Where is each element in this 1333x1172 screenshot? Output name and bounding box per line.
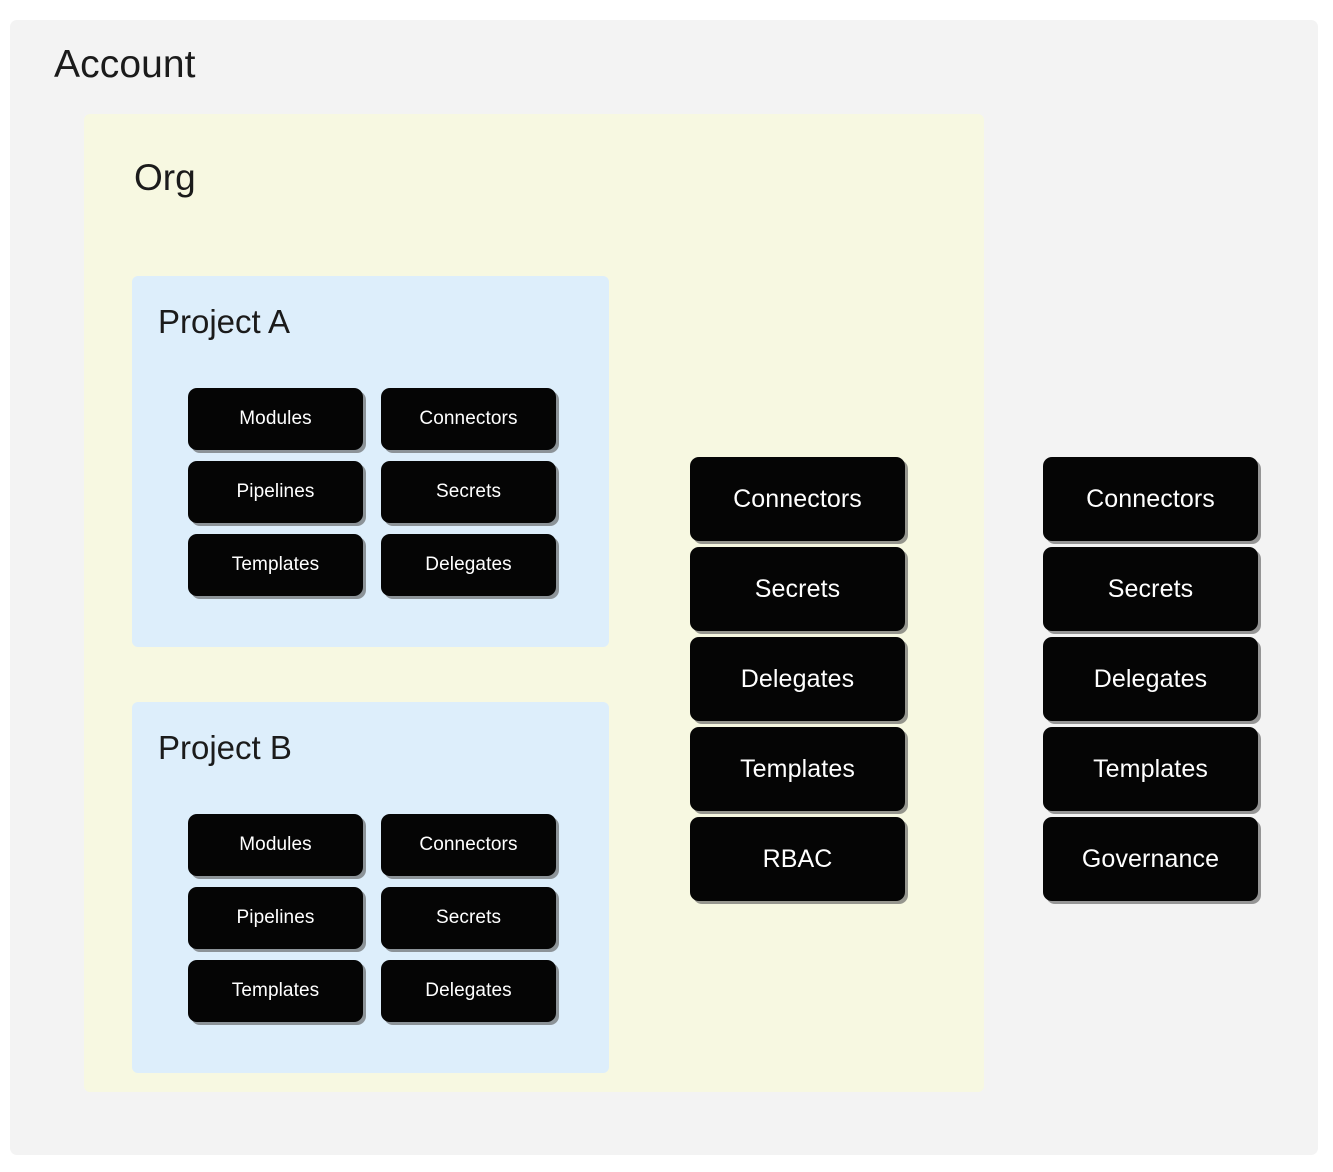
org-resource-column: Connectors Secrets Delegates Templates R… bbox=[690, 457, 905, 901]
org-node-templates[interactable]: Templates bbox=[690, 727, 905, 811]
org-node-delegates[interactable]: Delegates bbox=[690, 637, 905, 721]
account-node-connectors[interactable]: Connectors bbox=[1043, 457, 1258, 541]
project-a-node-connectors[interactable]: Connectors bbox=[381, 388, 556, 450]
project-a-node-secrets[interactable]: Secrets bbox=[381, 461, 556, 523]
project-a-title: Project A bbox=[158, 303, 291, 340]
project-b-title: Project B bbox=[158, 729, 292, 766]
project-b-node-modules[interactable]: Modules bbox=[188, 814, 363, 876]
project-a-resource-grid: Modules Connectors Pipelines Secrets Tem… bbox=[188, 388, 556, 596]
account-resource-column: Connectors Secrets Delegates Templates G… bbox=[1043, 457, 1258, 901]
account-node-templates[interactable]: Templates bbox=[1043, 727, 1258, 811]
account-scope-panel: Account Org Project A Modules Connectors… bbox=[10, 20, 1318, 1155]
org-node-secrets[interactable]: Secrets bbox=[690, 547, 905, 631]
project-b-node-templates[interactable]: Templates bbox=[188, 960, 363, 1022]
project-a-node-pipelines[interactable]: Pipelines bbox=[188, 461, 363, 523]
account-scope-title: Account bbox=[54, 43, 196, 86]
project-a-node-modules[interactable]: Modules bbox=[188, 388, 363, 450]
org-node-rbac[interactable]: RBAC bbox=[690, 817, 905, 901]
account-node-governance[interactable]: Governance bbox=[1043, 817, 1258, 901]
project-b-node-pipelines[interactable]: Pipelines bbox=[188, 887, 363, 949]
project-a-panel: Project A Modules Connectors Pipelines S… bbox=[132, 276, 609, 647]
project-b-node-delegates[interactable]: Delegates bbox=[381, 960, 556, 1022]
account-node-secrets[interactable]: Secrets bbox=[1043, 547, 1258, 631]
project-b-resource-grid: Modules Connectors Pipelines Secrets Tem… bbox=[188, 814, 556, 1022]
account-node-delegates[interactable]: Delegates bbox=[1043, 637, 1258, 721]
project-a-node-templates[interactable]: Templates bbox=[188, 534, 363, 596]
project-a-node-delegates[interactable]: Delegates bbox=[381, 534, 556, 596]
project-b-panel: Project B Modules Connectors Pipelines S… bbox=[132, 702, 609, 1073]
org-node-connectors[interactable]: Connectors bbox=[690, 457, 905, 541]
project-b-node-connectors[interactable]: Connectors bbox=[381, 814, 556, 876]
org-scope-title: Org bbox=[134, 157, 196, 198]
project-b-node-secrets[interactable]: Secrets bbox=[381, 887, 556, 949]
